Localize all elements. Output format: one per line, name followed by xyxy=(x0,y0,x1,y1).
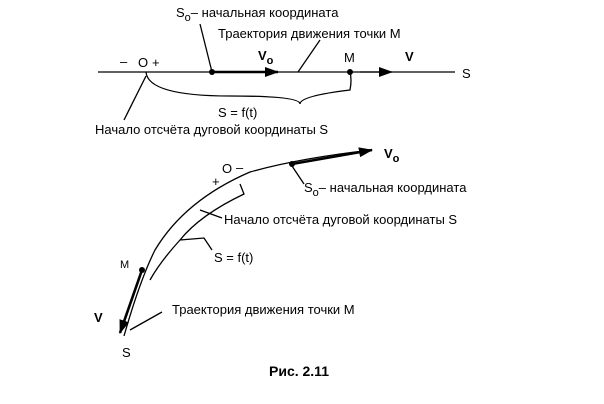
plus-sign: + xyxy=(212,174,220,189)
origin-note: Начало отсчёта дуговой координаты S xyxy=(95,122,328,137)
s0-label: So– начальная координата xyxy=(176,5,339,24)
figure-caption: Рис. 2.11 xyxy=(269,363,329,379)
sf-label: S = f(t) xyxy=(214,250,253,265)
origin-leader-line xyxy=(199,209,223,219)
v0-label: Vo xyxy=(384,146,400,165)
point-m-label: M xyxy=(120,259,129,271)
trajectory-leader-line xyxy=(297,39,321,73)
sf-brace xyxy=(145,71,352,105)
s0-leader-line xyxy=(199,23,213,73)
s-axis-label: S xyxy=(462,66,471,81)
point-m xyxy=(139,267,145,273)
trajectory-label: Траектория движения точки М xyxy=(218,26,401,41)
straight-trajectory-diagram: So– начальная координата Траектория движ… xyxy=(95,5,471,137)
trajectory-leader-line xyxy=(129,311,163,331)
v-label: V xyxy=(405,49,414,64)
origin-label: O xyxy=(222,161,232,176)
curved-trajectory-line xyxy=(123,149,373,337)
v-label: V xyxy=(94,310,103,325)
curved-trajectory-diagram: Vo + O – So– начальная координата Начало… xyxy=(94,146,467,360)
trajectory-label: Траектория движения точки М xyxy=(172,302,355,317)
origin-label: O xyxy=(138,55,148,70)
plus-sign: + xyxy=(152,55,160,70)
minus-sign: – xyxy=(236,160,244,175)
minus-sign: – xyxy=(120,54,128,69)
sf-bracket xyxy=(149,183,245,281)
point-m-label: M xyxy=(344,50,355,65)
sf-label: S = f(t) xyxy=(218,105,257,120)
s0-label: So– начальная координата xyxy=(304,180,467,199)
initial-velocity-vector xyxy=(291,147,373,166)
initial-point xyxy=(289,161,295,167)
origin-note: Начало отсчёта дуговой координаты S xyxy=(224,212,457,227)
s0-leader-line xyxy=(291,165,305,185)
v0-label: Vo xyxy=(258,48,274,67)
s-axis-label: S xyxy=(122,345,131,360)
velocity-vector-m xyxy=(118,269,144,334)
origin-leader-line xyxy=(123,75,147,121)
